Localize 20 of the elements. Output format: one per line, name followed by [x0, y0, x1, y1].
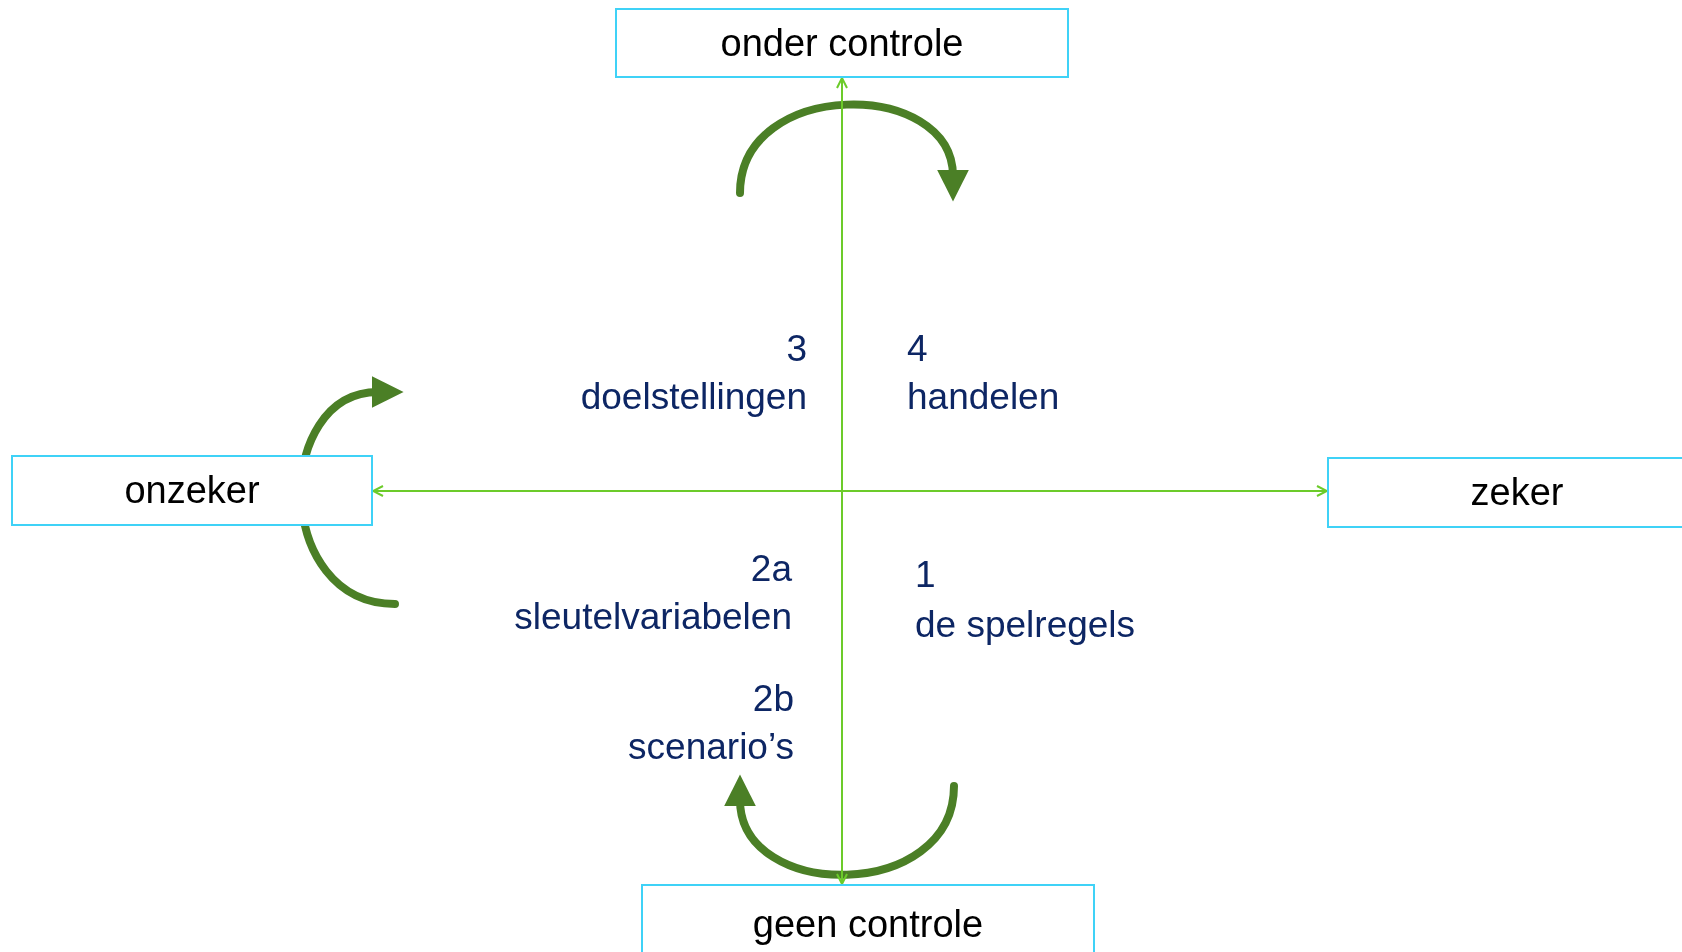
axis-end-box — [615, 8, 1069, 78]
axis-end-box — [641, 884, 1095, 952]
quadrant-number: 3 — [786, 330, 807, 367]
axis-end-label: onzeker — [124, 469, 260, 512]
quadrant-number: 2b — [752, 680, 794, 717]
axis-end-box — [11, 455, 373, 526]
quadrant-number: 2a — [750, 550, 792, 587]
quadrant-number: 1 — [915, 556, 936, 593]
quadrant-label: handelen — [907, 378, 1060, 415]
axis-end-box — [1327, 457, 1682, 528]
axis-end-label: onder controle — [720, 21, 964, 65]
quadrant-label: sleutelvariabelen — [514, 598, 792, 635]
quadrant-number: 4 — [907, 330, 928, 367]
quadrant-label: doelstellingen — [580, 378, 807, 415]
axis-end-label: geen controle — [752, 902, 984, 946]
double-arrow — [372, 485, 1328, 497]
double-arrow — [836, 77, 848, 885]
quadrant-label: de spelregels — [915, 606, 1136, 643]
quadrant-label: scenario’s — [628, 728, 794, 765]
axis-end-label: zeker — [1470, 471, 1564, 514]
